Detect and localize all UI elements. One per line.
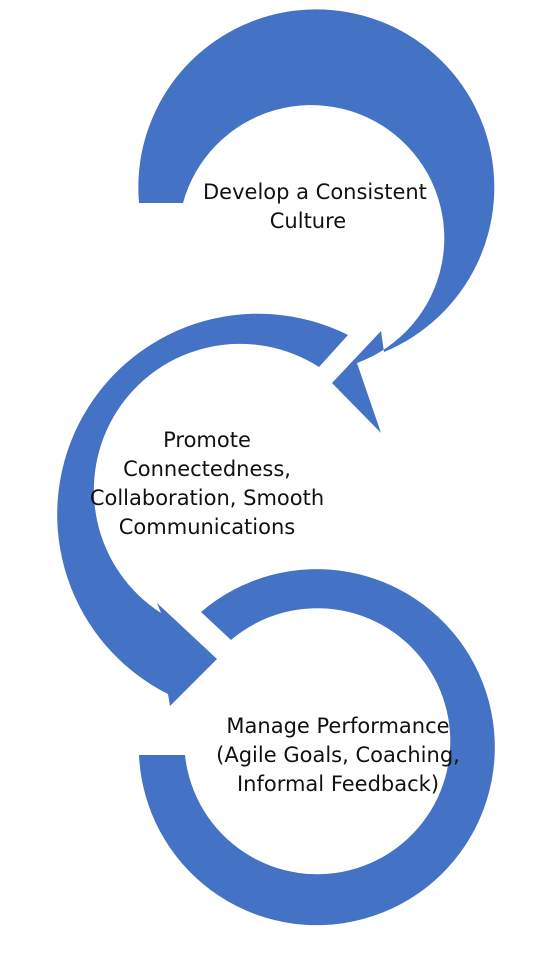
arrow-develop-culture [138,9,495,434]
arrow-promote-connectedness [57,313,348,706]
step-label-promote-connectedness: Promote Connectedness, Collaboration, Sm… [89,428,325,539]
step-label-manage-performance: Manage Performance (Agile Goals, Coachin… [216,714,460,796]
step-label-develop-culture: Develop a Consistent Culture [203,180,427,233]
